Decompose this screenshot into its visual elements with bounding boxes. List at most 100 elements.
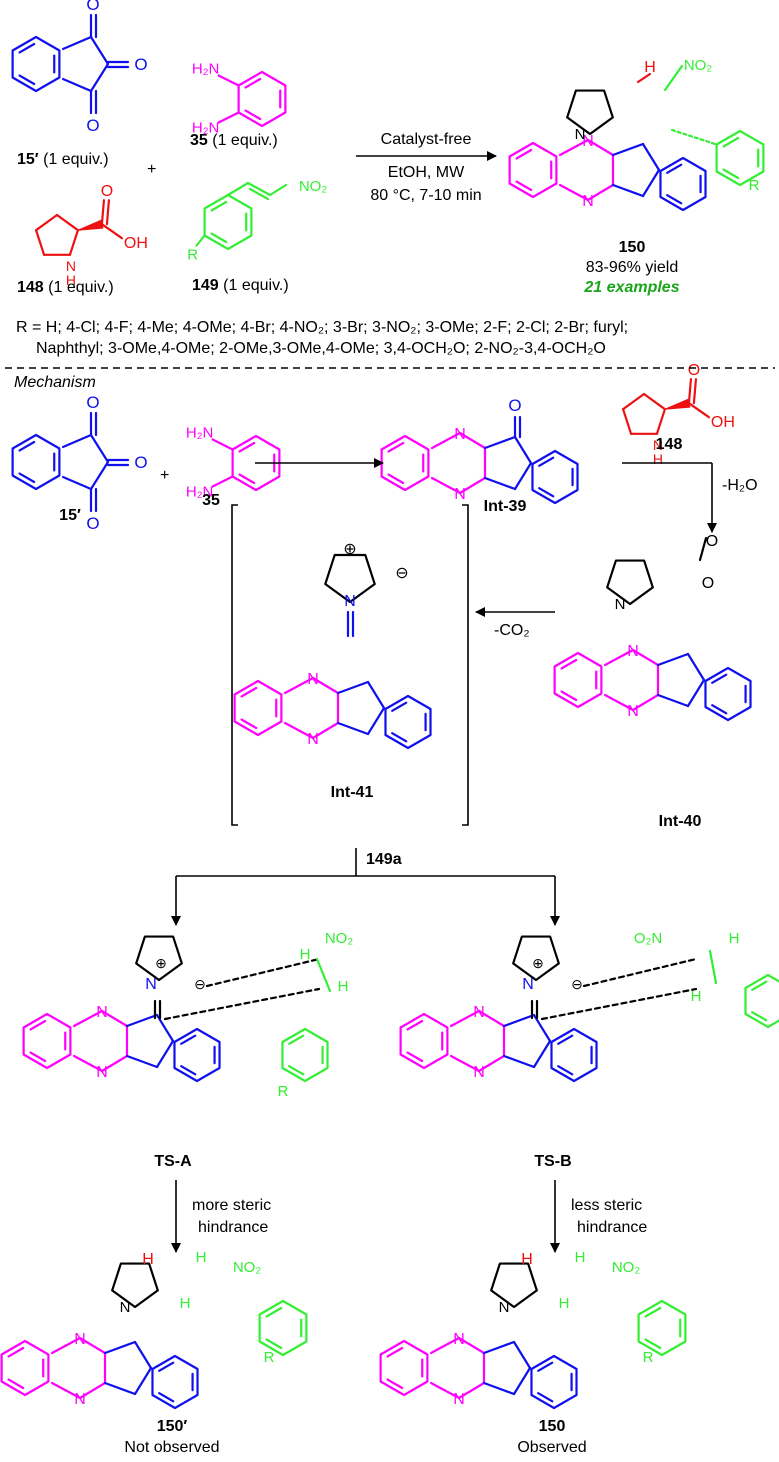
label-150-top: 150 <box>618 239 646 256</box>
r-groups-line1: R = H; 4-Cl; 4-F; 4-Me; 4-OMe; 4-Br; 4-N… <box>16 319 629 336</box>
svg-text:H: H <box>559 1295 570 1312</box>
svg-text:N: N <box>473 1064 485 1081</box>
label-not-observed: Not observed <box>124 1439 220 1456</box>
label-148: 148 (1 equiv.) <box>17 279 114 296</box>
svg-text:N: N <box>575 126 586 143</box>
svg-text:R: R <box>187 247 198 264</box>
svg-text:H: H <box>575 1249 586 1266</box>
yield-text: 83-96% yield <box>585 259 679 276</box>
label-less-hindrance: hindrance <box>577 1219 648 1236</box>
structure-int41: NN <box>233 671 432 750</box>
svg-text:N: N <box>453 1391 465 1408</box>
svg-text:H₂N: H₂N <box>186 425 214 442</box>
structure-150-bottom: NN <box>379 1331 578 1410</box>
structure-150-top: NN <box>508 133 707 212</box>
svg-text:H: H <box>338 978 349 995</box>
svg-text:R: R <box>643 1349 654 1366</box>
structure-15-prime-mech: OOO <box>11 393 148 533</box>
svg-text:N: N <box>627 643 639 660</box>
svg-text:H₂N: H₂N <box>192 120 220 137</box>
examples-text: 21 examples <box>584 279 680 296</box>
label-int39: Int-39 <box>483 498 527 515</box>
label-149a: 149a <box>366 851 402 868</box>
label-149: 149 (1 equiv.) <box>192 277 289 294</box>
svg-text:H₂N: H₂N <box>186 484 214 501</box>
condition-solvent: EtOH, MW <box>387 164 465 181</box>
condition-temperature: 80 °C, 7-10 min <box>370 187 482 204</box>
structure-ts-b-ylide: N⊕⊖O₂NHHR <box>512 930 779 1029</box>
svg-text:N: N <box>120 1299 131 1316</box>
r-groups-line2: Naphthyl; 3-OMe,4-OMe; 2-OMe,3-OMe,4-OMe… <box>36 340 606 357</box>
svg-text:NO₂: NO₂ <box>325 930 354 947</box>
svg-text:OH: OH <box>124 235 148 252</box>
structure-35-mech: H₂N H₂N <box>186 425 281 501</box>
svg-text:O: O <box>86 514 99 533</box>
structure-ts-a: NN <box>22 1004 221 1083</box>
svg-text:N: N <box>473 1004 485 1021</box>
bracket-left <box>231 504 238 826</box>
label-minus-water: -H₂O <box>722 477 758 494</box>
label-more-steric: more steric <box>192 1197 272 1214</box>
svg-text:H: H <box>196 1249 207 1266</box>
svg-text:O: O <box>688 362 700 379</box>
structure-150-prime: NN <box>0 1331 199 1410</box>
svg-text:⊖: ⊖ <box>395 565 408 582</box>
svg-text:H: H <box>66 272 76 288</box>
label-15-mech: 15′ <box>59 507 81 524</box>
svg-text:O₂N: O₂N <box>634 930 662 947</box>
svg-text:N: N <box>627 703 639 720</box>
svg-text:H: H <box>180 1295 191 1312</box>
svg-text:O: O <box>86 393 99 412</box>
svg-text:H: H <box>729 930 740 947</box>
svg-text:R: R <box>264 1349 275 1366</box>
svg-text:N: N <box>96 1004 108 1021</box>
svg-text:N: N <box>454 486 466 503</box>
label-35: 35 (1 equiv.) <box>190 132 278 149</box>
label-int41: Int-41 <box>330 784 374 801</box>
label-minus-co2: -CO₂ <box>494 622 530 639</box>
svg-text:O: O <box>706 533 718 550</box>
svg-text:H₂N: H₂N <box>192 61 220 78</box>
svg-text:N: N <box>582 193 594 210</box>
structure-ts-b: NN <box>399 1004 598 1083</box>
svg-text:NO₂: NO₂ <box>612 1259 641 1276</box>
label-less-steric: less steric <box>571 1197 643 1214</box>
svg-text:N: N <box>499 1299 510 1316</box>
svg-text:N: N <box>96 1064 108 1081</box>
label-150-prime: 150′ <box>156 1418 188 1435</box>
label-150-bottom: 150 <box>538 1418 566 1435</box>
plus-sign-mech: + <box>160 467 170 484</box>
svg-text:N: N <box>74 1391 86 1408</box>
svg-text:⊕: ⊕ <box>343 541 356 558</box>
svg-text:NO₂: NO₂ <box>684 57 713 74</box>
structure-int41-ylide: N⊕⊖ <box>324 541 409 638</box>
svg-text:O: O <box>86 0 99 14</box>
svg-text:N: N <box>615 596 626 613</box>
structure-35: H₂N H₂N <box>192 61 287 137</box>
plus-sign-top: + <box>147 161 157 178</box>
svg-text:OH: OH <box>711 414 735 431</box>
svg-text:N: N <box>653 437 663 453</box>
svg-text:O: O <box>86 116 99 135</box>
label-more-hindrance: hindrance <box>198 1219 269 1236</box>
label-148-mech: 148 <box>655 436 683 453</box>
label-ts-b: TS-B <box>534 1153 572 1170</box>
svg-text:N: N <box>307 731 319 748</box>
svg-text:O: O <box>702 575 714 592</box>
svg-text:N: N <box>66 258 76 274</box>
condition-catalyst: Catalyst-free <box>380 131 472 148</box>
svg-text:H: H <box>653 451 663 467</box>
svg-text:R: R <box>278 1083 289 1100</box>
svg-text:⊕: ⊕ <box>532 955 544 971</box>
svg-text:NO₂: NO₂ <box>299 178 328 195</box>
structure-15-prime: OOO <box>11 0 148 135</box>
svg-text:N: N <box>307 671 319 688</box>
label-15-prime: 15′ (1 equiv.) <box>17 151 109 168</box>
svg-text:R: R <box>749 177 760 194</box>
